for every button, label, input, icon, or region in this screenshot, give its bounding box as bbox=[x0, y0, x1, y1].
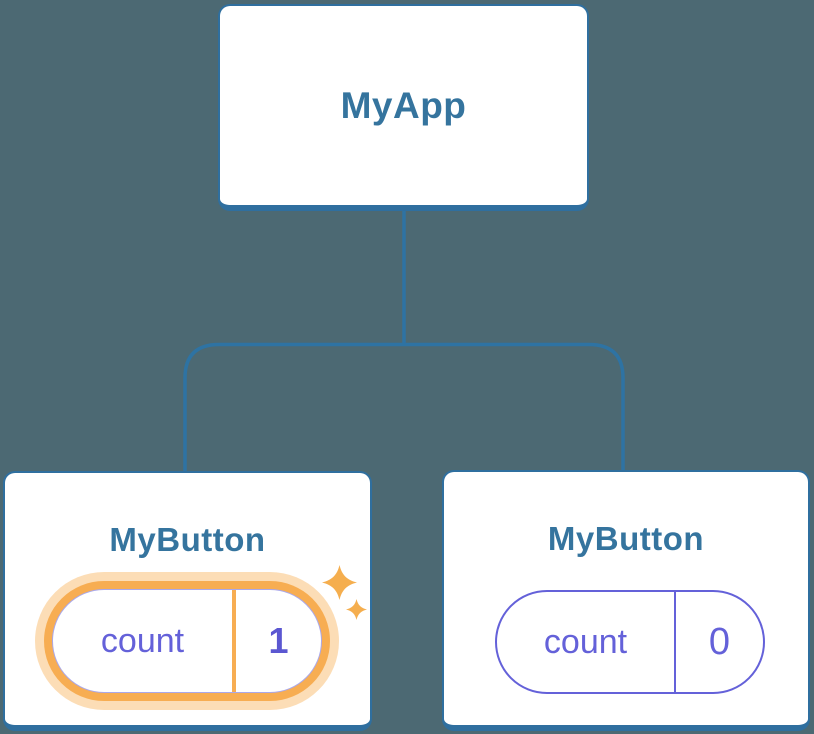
node-myapp: MyApp bbox=[218, 4, 589, 211]
connector-branch bbox=[183, 342, 625, 472]
node-mybutton-left-label: MyButton bbox=[109, 521, 266, 558]
sparkle-icon bbox=[322, 565, 357, 600]
sparkle-icon bbox=[346, 599, 367, 620]
node-mybutton-left: MyButton count 1 bbox=[3, 471, 372, 731]
node-mybutton-right: MyButton count 0 bbox=[442, 470, 810, 731]
state-pill-highlighted: count 1 bbox=[52, 589, 322, 693]
state-name: count bbox=[543, 622, 628, 661]
state-value: 1 bbox=[232, 590, 321, 692]
state-value: 0 bbox=[674, 592, 763, 692]
node-myapp-label: MyApp bbox=[340, 84, 467, 126]
state-pill: count 0 bbox=[495, 590, 765, 694]
state-name: count bbox=[100, 621, 185, 660]
node-mybutton-right-label: MyButton bbox=[547, 520, 705, 557]
